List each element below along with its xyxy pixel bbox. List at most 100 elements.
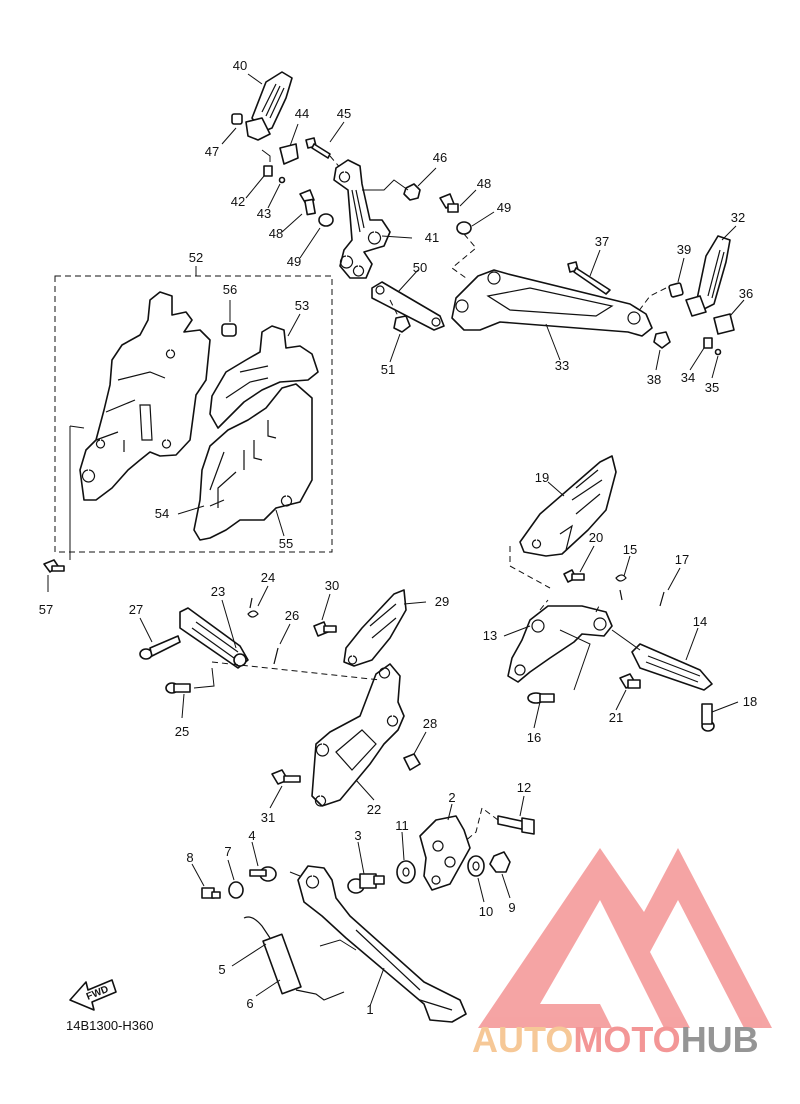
callout-labels: 1 2 3 4 5 6 7 8 9 10 11 12 13 14 15 16 1… xyxy=(39,58,757,1017)
pin-25 xyxy=(165,682,191,694)
bolt-31 xyxy=(271,769,301,785)
callout-15: 15 xyxy=(623,542,637,557)
pin-26 xyxy=(273,647,279,665)
callout-24: 24 xyxy=(261,570,275,585)
pin-17 xyxy=(659,591,665,607)
callout-23: 23 xyxy=(211,584,225,599)
callout-50: 50 xyxy=(413,260,427,275)
plate-36 xyxy=(713,313,735,335)
callout-11: 11 xyxy=(395,818,409,833)
callout-3: 3 xyxy=(354,828,361,843)
bolt-12 xyxy=(497,815,535,835)
callout-49-right: 49 xyxy=(497,200,511,215)
spring-42 xyxy=(263,165,273,177)
rider-bracket-13 xyxy=(507,605,613,683)
callout-35: 35 xyxy=(705,380,719,395)
heel-guard-29 xyxy=(343,589,407,667)
bolt-57 xyxy=(43,559,65,573)
callout-36: 36 xyxy=(739,286,753,301)
callout-18: 18 xyxy=(743,694,757,709)
stand-bracket-2 xyxy=(419,815,471,891)
pin-39 xyxy=(668,282,684,298)
callout-14: 14 xyxy=(693,614,707,629)
callout-21: 21 xyxy=(609,710,623,725)
callout-37: 37 xyxy=(595,234,609,249)
washer-49-left xyxy=(318,213,334,227)
callout-19: 19 xyxy=(535,470,549,485)
sidestand-1 xyxy=(297,865,467,1023)
callout-57: 57 xyxy=(39,602,53,617)
bolt-3 xyxy=(347,873,385,894)
callout-49-left: 49 xyxy=(287,254,301,269)
callout-9: 9 xyxy=(508,900,515,915)
callout-34: 34 xyxy=(681,370,695,385)
callout-5: 5 xyxy=(218,962,225,977)
callout-28: 28 xyxy=(423,716,437,731)
footpeg-32 xyxy=(685,235,731,317)
pin-47 xyxy=(231,113,243,125)
callout-30: 30 xyxy=(325,578,339,593)
callout-22: 22 xyxy=(367,802,381,817)
pin-18 xyxy=(701,703,715,732)
bolt-8 xyxy=(201,887,221,899)
bolt-48-right xyxy=(439,193,459,213)
heel-guard-right-cover xyxy=(209,325,319,429)
nut-9 xyxy=(489,851,511,873)
callout-8: 8 xyxy=(186,850,193,865)
callout-48-left: 48 xyxy=(269,226,283,241)
callout-17: 17 xyxy=(675,552,689,567)
callout-26: 26 xyxy=(285,608,299,623)
bolt-30 xyxy=(313,621,337,637)
bolt-48-left xyxy=(299,189,316,216)
callout-39: 39 xyxy=(677,242,691,257)
callout-51: 51 xyxy=(381,362,395,377)
rider-bracket-22 xyxy=(311,663,405,807)
callout-10: 10 xyxy=(479,904,493,919)
callout-53: 53 xyxy=(295,298,309,313)
callout-29: 29 xyxy=(435,594,449,609)
washer-10 xyxy=(467,855,485,877)
callout-43: 43 xyxy=(257,206,271,221)
callout-20: 20 xyxy=(589,530,603,545)
callout-33: 33 xyxy=(555,358,569,373)
nut-38 xyxy=(653,331,671,349)
pin-16 xyxy=(527,692,555,704)
spring-34 xyxy=(703,337,713,349)
callout-40: 40 xyxy=(233,58,247,73)
plate-44 xyxy=(279,143,299,165)
footpeg-14 xyxy=(631,643,713,691)
rear-bracket-33 xyxy=(451,269,653,337)
callout-16: 16 xyxy=(527,730,541,745)
callout-4: 4 xyxy=(248,828,255,843)
callout-1: 1 xyxy=(366,1002,373,1017)
callout-42: 42 xyxy=(231,194,245,209)
bolt-28 xyxy=(403,753,421,771)
group-52-box xyxy=(54,275,333,553)
callout-31: 31 xyxy=(261,810,275,825)
heel-guard-19 xyxy=(519,455,617,557)
callout-7: 7 xyxy=(224,844,231,859)
rod-50 xyxy=(371,281,445,331)
callout-25: 25 xyxy=(175,724,189,739)
diagram-code: 14B1300-H360 xyxy=(66,1018,153,1033)
spring-6 xyxy=(243,916,345,1001)
spring-15 xyxy=(615,574,627,601)
bolt-37 xyxy=(567,261,611,295)
svg-text:AUTOMOTOHUB: AUTOMOTOHUB xyxy=(472,1019,759,1060)
bolt-4 xyxy=(249,866,277,882)
ball-43 xyxy=(278,176,286,184)
callout-2: 2 xyxy=(448,790,455,805)
heel-guard-left xyxy=(79,291,211,501)
washer-11 xyxy=(396,860,416,884)
callout-44: 44 xyxy=(295,106,309,121)
automotohub-logo: AUTOMOTOHUB xyxy=(472,848,772,1060)
watermark-logo-icon xyxy=(478,848,772,1028)
callout-48-right: 48 xyxy=(477,176,491,191)
callout-45: 45 xyxy=(337,106,351,121)
callout-41: 41 xyxy=(425,230,439,245)
callout-54: 54 xyxy=(155,506,169,521)
callout-56: 56 xyxy=(223,282,237,297)
callout-12: 12 xyxy=(517,780,531,795)
callout-6: 6 xyxy=(246,996,253,1011)
